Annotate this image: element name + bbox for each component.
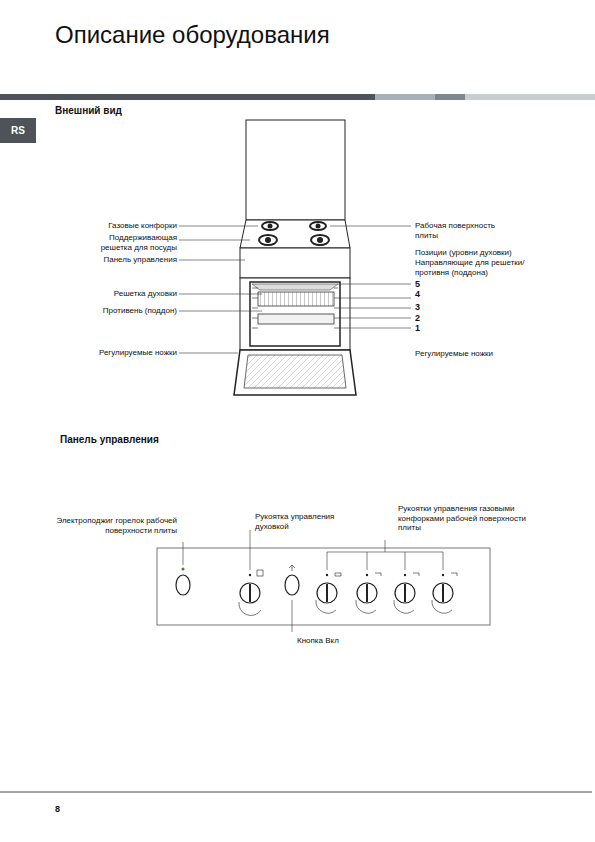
part-label: Панель управления xyxy=(57,255,177,265)
section-heading: Панель управления xyxy=(60,434,200,446)
part-label: Газовые конфорки xyxy=(57,221,177,231)
callout-number: 1 xyxy=(415,323,435,334)
part-label: Поддерживающая решетка для посуды xyxy=(77,233,177,252)
tab-label: RS xyxy=(11,125,25,136)
part-label: Рабочая поверхность плиты xyxy=(415,221,520,240)
part-label: Противень (поддон) xyxy=(57,306,177,316)
part-label: Регулируемые ножки xyxy=(415,349,535,359)
control-label: Рукоятки управления газовыми конфорками … xyxy=(398,504,538,533)
control-label: Кнопка Вкл xyxy=(297,636,377,646)
part-label: Позиции (уровни духовки) xyxy=(415,248,555,258)
part-label: Регулируемые ножки xyxy=(57,348,177,358)
callout-number: 2 xyxy=(415,313,435,324)
control-label: Электроподжиг горелок рабочей поверхност… xyxy=(42,516,177,535)
page-title: Описание оборудования xyxy=(55,20,330,50)
section-heading: Внешний вид xyxy=(55,105,175,117)
part-label: Решетка духовки xyxy=(57,289,177,299)
callout-number: 5 xyxy=(415,279,435,290)
callout-number: 3 xyxy=(415,302,435,313)
part-label: Направляющие для решетки/ противня (подд… xyxy=(415,258,530,277)
control-label: Рукоятка управления духовкой xyxy=(255,512,365,531)
callout-number: 4 xyxy=(415,289,435,300)
section-tab: RS xyxy=(0,118,36,143)
page-number: 8 xyxy=(55,804,75,815)
